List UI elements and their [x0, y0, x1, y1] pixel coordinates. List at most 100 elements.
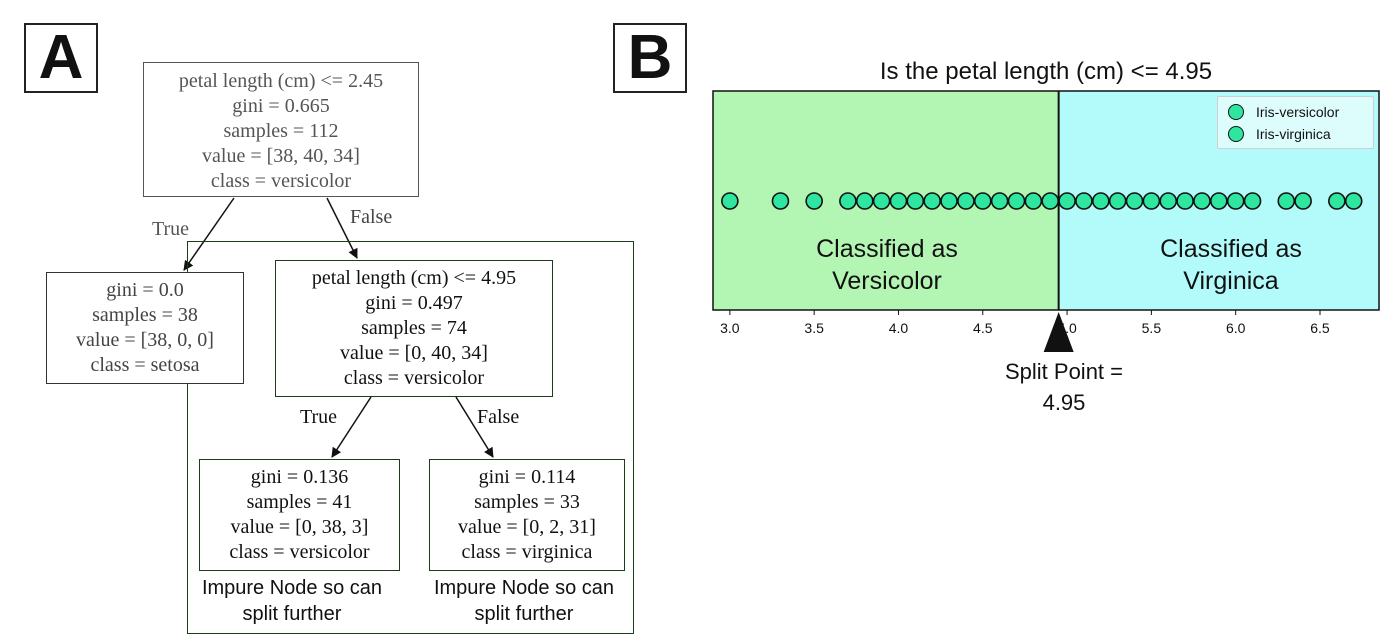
left-leaf-line: class = versicolor [229, 541, 370, 563]
data-point [1210, 192, 1228, 210]
setosa-node-line: class = setosa [90, 354, 200, 376]
data-point [1328, 192, 1346, 210]
region-label-line: Classified as [1160, 235, 1302, 263]
setosa-leaf-node: gini = 0.0 samples = 38 value = [38, 0, … [46, 272, 244, 384]
split-point-marker-icon [1043, 312, 1074, 352]
data-point [1041, 192, 1060, 210]
edge-root-true [183, 197, 235, 271]
data-point [1193, 192, 1211, 210]
data-point [839, 192, 857, 210]
root-node-line: value = [38, 40, 34] [202, 145, 360, 167]
root-node-line: class = versicolor [210, 170, 352, 192]
region-label-line: Versicolor [832, 267, 942, 295]
edge-root-false [326, 197, 358, 259]
impure-node-note-left: Impure Node so can split further [162, 575, 422, 627]
data-point [1108, 192, 1127, 210]
data-point [957, 192, 975, 210]
region-label-versicolor: Classified as Versicolor [737, 233, 1037, 297]
setosa-node-line: gini = 0.0 [106, 279, 184, 301]
data-point [889, 192, 908, 210]
right-leaf-line: class = virginica [461, 541, 593, 563]
x-tick-label: 3.0 [720, 320, 740, 336]
setosa-node-line: value = [38, 0, 0] [76, 329, 214, 351]
data-point [855, 192, 874, 210]
data-point [721, 192, 739, 210]
split-point-annotation: Split Point = 4.95 [964, 356, 1164, 418]
x-tick-label: 6.5 [1310, 320, 1330, 336]
data-point [1125, 192, 1144, 210]
root-node-line: gini = 0.665 [232, 95, 330, 117]
data-point [1024, 192, 1043, 210]
data-point [805, 192, 823, 210]
data-point [923, 192, 941, 210]
data-point [1058, 192, 1076, 210]
legend-label: Iris-versicolor [1256, 104, 1340, 120]
data-point [1294, 192, 1312, 210]
data-point [1075, 192, 1093, 210]
data-point [1176, 192, 1194, 210]
root-node-line: samples = 112 [223, 120, 339, 142]
left-leaf-line: gini = 0.136 [250, 466, 349, 488]
root-false-label: False [350, 206, 393, 228]
split2-node-line: class = versicolor [343, 367, 485, 389]
data-point [940, 192, 958, 210]
note-line: split further [474, 603, 574, 625]
impure-node-note-right: Impure Node so can split further [394, 575, 654, 627]
legend-marker-icon [1228, 126, 1244, 142]
data-point [973, 192, 992, 210]
data-point [1159, 192, 1178, 210]
subtree-highlight-frame [187, 241, 634, 634]
region-label-virginica: Classified as Virginica [1081, 233, 1381, 297]
x-tick-label: 4.5 [973, 320, 993, 336]
edge-split2-true [331, 396, 372, 458]
region-label-line: Classified as [816, 235, 958, 263]
split-point-line: Split Point = [1004, 359, 1123, 384]
second-split-node: petal length (cm) <= 4.95 gini = 0.497 s… [275, 260, 553, 397]
right-leaf-line: value = [0, 2, 31] [458, 516, 596, 538]
panel-b-label: B [613, 23, 687, 93]
data-point [990, 192, 1009, 210]
data-point [1243, 192, 1262, 210]
split2-true-label: True [300, 406, 338, 428]
chart-legend: Iris-versicolor Iris-virginica [1217, 96, 1374, 149]
root-node: petal length (cm) <= 2.45 gini = 0.665 s… [143, 62, 419, 197]
setosa-node-line: samples = 38 [92, 304, 198, 326]
right-leaf-line: gini = 0.114 [478, 466, 576, 488]
legend-label: Iris-virginica [1256, 126, 1331, 142]
versicolor-leaf-node: gini = 0.136 samples = 41 value = [0, 38… [199, 459, 400, 571]
root-true-label: True [152, 218, 190, 240]
left-leaf-line: value = [0, 38, 3] [230, 516, 369, 538]
data-point [1344, 192, 1363, 210]
data-point [1007, 192, 1026, 210]
data-point [1226, 192, 1245, 210]
split2-node-line: gini = 0.497 [365, 292, 463, 314]
virginica-leaf-node: gini = 0.114 samples = 33 value = [0, 2,… [429, 459, 625, 571]
split2-node-line: petal length (cm) <= 4.95 [311, 267, 517, 289]
split2-false-label: False [477, 406, 520, 428]
data-point [1091, 192, 1110, 210]
note-line: split further [242, 603, 342, 625]
legend-marker-icon [1228, 104, 1244, 120]
right-leaf-line: samples = 33 [474, 491, 580, 513]
legend-entry: Iris-versicolor [1228, 102, 1339, 122]
split-point-line: 4.95 [1042, 390, 1086, 415]
x-tick-label: 5.5 [1142, 320, 1162, 336]
x-tick-label: 4.0 [889, 320, 909, 336]
data-point [1277, 192, 1296, 210]
region-label-line: Virginica [1183, 267, 1279, 295]
data-point [906, 192, 925, 210]
note-line: Impure Node so can [433, 577, 615, 599]
panel-a-label: A [24, 23, 98, 93]
data-point [771, 192, 790, 210]
data-point [1142, 192, 1161, 210]
legend-entry: Iris-virginica [1228, 124, 1331, 144]
x-tick-label: 6.0 [1226, 320, 1246, 336]
edge-split2-false [455, 396, 494, 458]
split2-node-line: samples = 74 [361, 317, 467, 339]
data-point [872, 192, 891, 210]
note-line: Impure Node so can [201, 577, 383, 599]
plot-frame [712, 90, 1380, 311]
left-leaf-line: samples = 41 [246, 491, 353, 513]
